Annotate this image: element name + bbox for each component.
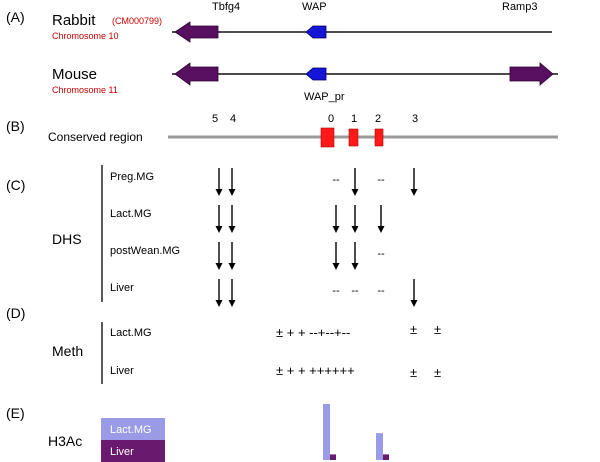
- rabbit-tbfg4-gene-arrow: [174, 21, 219, 43]
- mouse-species-label: Mouse: [52, 66, 97, 83]
- dhs-no-site-dash: --: [351, 285, 359, 297]
- dhs-arrow-head: [351, 263, 359, 270]
- h3ac-group-label: H3Ac: [48, 433, 82, 449]
- meth-tissue-label: Liver: [110, 365, 134, 377]
- panel-label-d: (D): [6, 305, 25, 321]
- rabbit-chromosome-label: Chromosome 10: [52, 31, 119, 41]
- dhs-no-site-dash: --: [332, 174, 340, 186]
- legend-label-liver: Liver: [110, 446, 134, 458]
- region-number-3: 3: [412, 113, 418, 125]
- panel-label-b: (B): [6, 118, 25, 134]
- dhs-arrow-head: [410, 189, 418, 196]
- meth-right-mark: ±: [410, 322, 417, 337]
- legend-swatch-lact-mg: [101, 418, 165, 440]
- gene-label-ramp3: Ramp3: [502, 1, 537, 13]
- dhs-arrow-head: [332, 226, 340, 233]
- region-number-1: 1: [351, 113, 357, 125]
- dhs-group-label: DHS: [52, 231, 82, 247]
- dhs-arrow-head: [351, 226, 359, 233]
- conserved-block-0: [320, 127, 335, 148]
- dhs-no-site-dash: --: [377, 248, 385, 260]
- meth-right-mark: ±: [434, 365, 441, 380]
- dhs-arrow-head: [351, 189, 359, 196]
- conserved-block-2: [374, 128, 384, 147]
- dhs-arrow-head: [377, 226, 385, 233]
- mouse-tbfg4-gene-arrow: [174, 62, 219, 86]
- dhs-tissue-label: Preg.MG: [110, 171, 154, 183]
- dhs-tissue-label: Lact.MG: [110, 208, 152, 220]
- meth-cpg-pattern: ± + + --+--+--: [276, 325, 350, 340]
- meth-tissue-label: Lact.MG: [110, 327, 152, 339]
- legend-swatch-liver: [101, 440, 165, 462]
- dhs-arrow-head: [215, 300, 223, 307]
- meth-right-mark: ±: [410, 365, 417, 380]
- gene-label-wap-pr: WAP_pr: [304, 91, 345, 103]
- mouse-wap-gene-box: [305, 67, 327, 81]
- dhs-tissue-label: postWean.MG: [110, 245, 180, 257]
- conserved-region-track: [168, 135, 558, 139]
- dhs-arrow-head: [228, 263, 236, 270]
- dhs-arrow-head: [215, 226, 223, 233]
- dhs-arrow-head: [215, 263, 223, 270]
- h3ac-bar-liver: [383, 454, 389, 460]
- h3ac-bar-liver: [330, 454, 336, 460]
- h3ac-bar-lact-mg: [323, 404, 330, 460]
- dhs-site-marks: -- -- -- -- -- --: [215, 168, 418, 307]
- region-number-5: 5: [212, 113, 218, 125]
- dhs-no-site-dash: --: [377, 285, 385, 297]
- dhs-no-site-dash: --: [377, 174, 385, 186]
- panel-label-e: (E): [6, 405, 25, 421]
- meth-group-label: Meth: [52, 343, 83, 359]
- h3ac-bars: [323, 404, 389, 460]
- region-number-0: 0: [328, 113, 334, 125]
- h3ac-bar-lact-mg: [376, 433, 383, 460]
- dhs-arrow-head: [228, 300, 236, 307]
- dhs-arrow-head: [410, 300, 418, 307]
- dhs-arrow-head: [228, 226, 236, 233]
- dhs-arrow-head: [215, 189, 223, 196]
- meth-right-mark: ±: [434, 322, 441, 337]
- rabbit-species-label: Rabbit: [52, 12, 96, 29]
- legend-label-lact-mg: Lact.MG: [110, 424, 152, 436]
- conserved-region-label: Conserved region: [48, 130, 143, 144]
- meth-cpg-pattern: ± + + ++++++: [276, 363, 355, 378]
- rabbit-accession-label: (CM000799): [112, 16, 162, 26]
- panel-label-a: (A): [6, 9, 25, 25]
- dhs-arrow-head: [228, 189, 236, 196]
- panel-label-c: (C): [6, 177, 25, 193]
- gene-label-wap: WAP: [302, 1, 327, 13]
- dhs-arrow-head: [332, 263, 340, 270]
- region-number-2: 2: [375, 113, 381, 125]
- dhs-no-site-dash: --: [332, 285, 340, 297]
- conserved-block-1: [348, 128, 359, 147]
- gene-label-tbfg4: Tbfg4: [212, 1, 240, 13]
- region-number-4: 4: [230, 113, 236, 125]
- dhs-tissue-label: Liver: [110, 282, 134, 294]
- mouse-ramp3-gene-arrow: [509, 62, 554, 86]
- rabbit-wap-gene-box: [305, 25, 327, 39]
- mouse-chromosome-label: Chromosome 11: [52, 85, 118, 95]
